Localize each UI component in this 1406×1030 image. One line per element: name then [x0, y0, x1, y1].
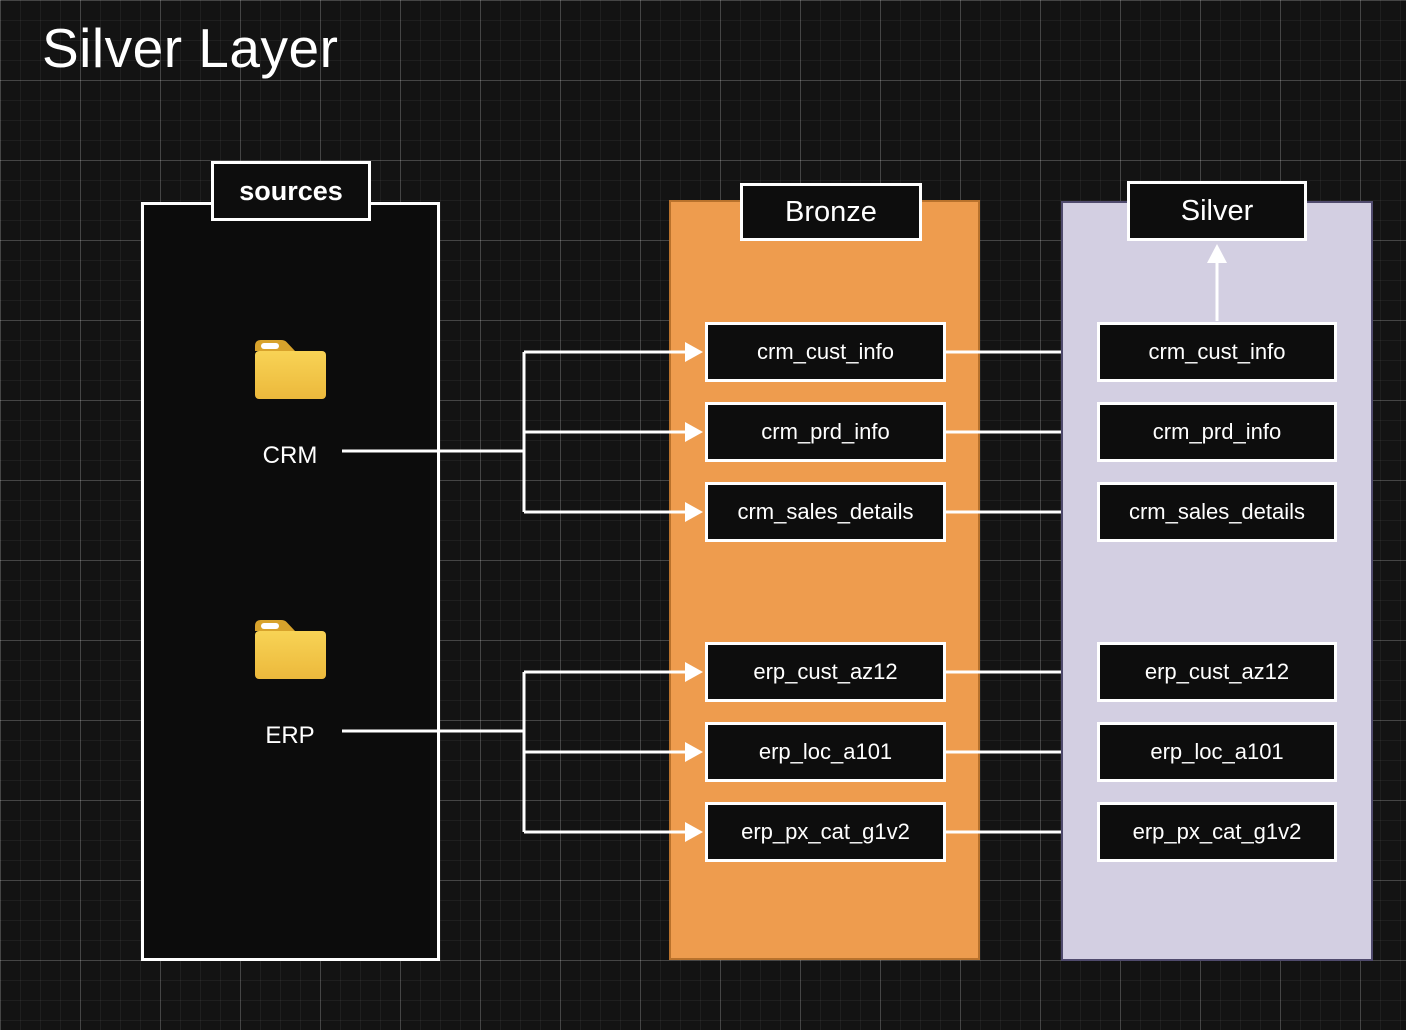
- silver-table-crm_cust_info[interactable]: crm_cust_info: [1097, 322, 1337, 382]
- page-title: Silver Layer: [42, 17, 339, 79]
- folder-erp[interactable]: ERP: [230, 618, 350, 750]
- silver-table-crm_sales_details[interactable]: crm_sales_details: [1097, 482, 1337, 542]
- table-label: crm_prd_info: [761, 419, 890, 444]
- folder-icon: [254, 340, 326, 399]
- silver-label-text: Silver: [1180, 194, 1254, 227]
- bronze-table-crm_cust_info[interactable]: crm_cust_info: [705, 322, 946, 382]
- table-label: crm_prd_info: [1152, 419, 1282, 444]
- sources-label-text: sources: [239, 175, 343, 206]
- silver-table-erp_px_cat_g1v2[interactable]: erp_px_cat_g1v2: [1097, 802, 1337, 862]
- table-label: erp_loc_a101: [1150, 739, 1284, 764]
- sources-label[interactable]: sources: [211, 161, 371, 221]
- bronze-table-erp_cust_az12[interactable]: erp_cust_az12: [705, 642, 946, 702]
- bronze-label-text: Bronze: [785, 195, 877, 228]
- folder-icon: [254, 620, 326, 679]
- bronze-table-crm_prd_info[interactable]: crm_prd_info: [705, 402, 946, 462]
- table-label: crm_sales_details: [1128, 499, 1306, 524]
- table-label: erp_loc_a101: [758, 739, 893, 764]
- silver-table-erp_cust_az12[interactable]: erp_cust_az12: [1097, 642, 1337, 702]
- bronze-table-crm_sales_details[interactable]: crm_sales_details: [705, 482, 946, 542]
- folder-crm[interactable]: CRM: [230, 338, 350, 470]
- table-label: erp_cust_az12: [1144, 659, 1290, 684]
- sources-panel[interactable]: [141, 202, 440, 961]
- silver-table-crm_prd_info[interactable]: crm_prd_info: [1097, 402, 1337, 462]
- table-label: erp_cust_az12: [753, 659, 898, 684]
- silver-table-erp_loc_a101[interactable]: erp_loc_a101: [1097, 722, 1337, 782]
- folder-crm-label: CRM: [262, 442, 318, 469]
- table-label: crm_sales_details: [737, 499, 914, 524]
- table-label: crm_cust_info: [1148, 339, 1286, 364]
- bronze-label[interactable]: Bronze: [740, 183, 922, 241]
- bronze-table-erp_loc_a101[interactable]: erp_loc_a101: [705, 722, 946, 782]
- table-label: erp_px_cat_g1v2: [1132, 819, 1302, 844]
- table-label: erp_px_cat_g1v2: [741, 819, 910, 844]
- folder-erp-label: ERP: [265, 722, 315, 749]
- table-label: crm_cust_info: [757, 339, 894, 364]
- bronze-table-erp_px_cat_g1v2[interactable]: erp_px_cat_g1v2: [705, 802, 946, 862]
- silver-label[interactable]: Silver: [1127, 181, 1307, 241]
